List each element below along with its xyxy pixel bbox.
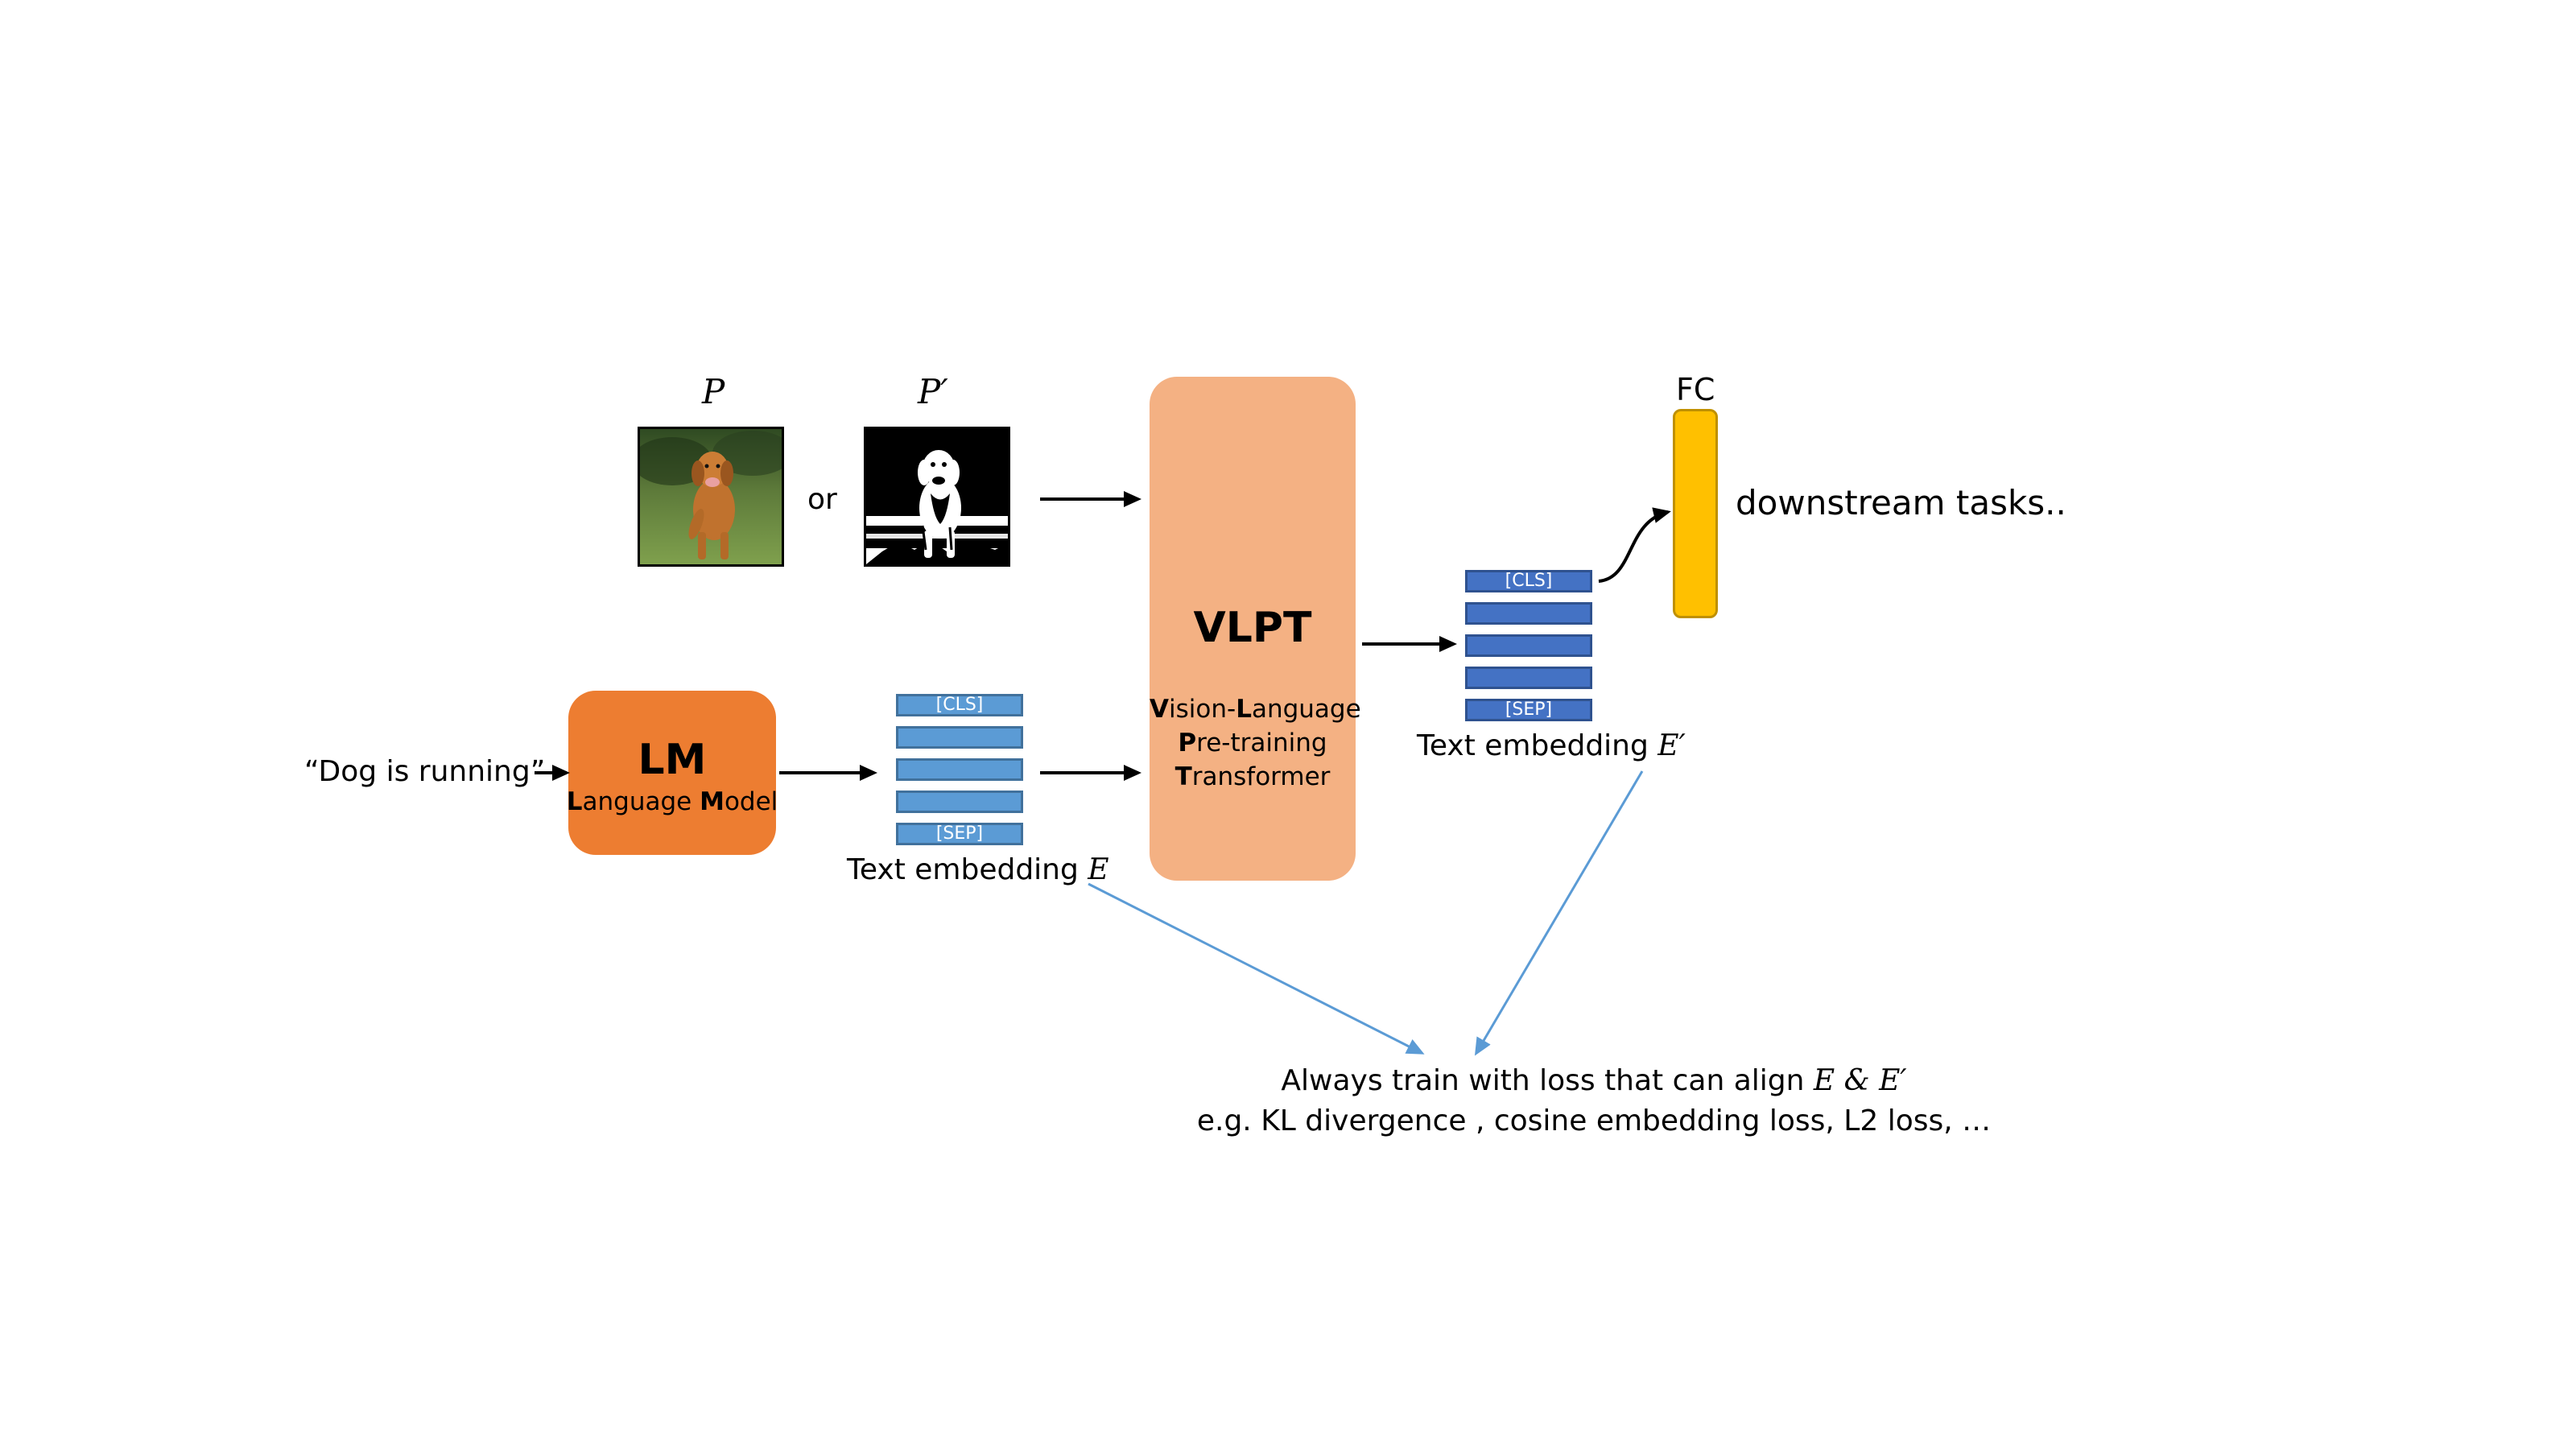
text-embedding-e-caption: Text embedding E <box>847 853 1109 886</box>
or-text: or <box>807 483 837 516</box>
input-sentence: “Dog is running” <box>304 755 546 788</box>
arrow-e-to-loss <box>1088 882 1425 1055</box>
fc-label: FC <box>1676 372 1715 407</box>
fc-layer-box <box>1673 409 1718 618</box>
lm-title: LM <box>638 736 707 784</box>
vlpt-title: VLPT <box>1193 604 1312 652</box>
embedding-e-prime-token <box>1465 667 1592 689</box>
image-p-label: P <box>702 372 725 411</box>
text-embedding-e-prime-caption: Text embedding E′ <box>1417 729 1686 762</box>
dog-silhouette-image <box>864 427 1010 567</box>
dog-photo-image <box>638 427 784 567</box>
embedding-e-cls-token: [CLS] <box>896 694 1023 716</box>
image-p-prime-label: P′ <box>918 372 948 411</box>
downstream-tasks-text: downstream tasks.. <box>1736 483 2066 522</box>
loss-note-line-1: Always train with loss that can align E … <box>1281 1064 1907 1097</box>
language-model-box: LM Language Model <box>566 691 778 855</box>
vlpt-subtitle: Vision-Language Pre-training Transformer <box>1150 695 1361 791</box>
embedding-e-prime-cls-token: [CLS] <box>1465 570 1592 592</box>
embedding-e-prime-sep-token: [SEP] <box>1465 699 1592 721</box>
embedding-e-token <box>896 791 1023 813</box>
loss-note-line-2: e.g. KL divergence , cosine embedding lo… <box>1196 1104 1992 1137</box>
embedding-e-sep-token: [SEP] <box>896 823 1023 845</box>
embedding-e-prime-token <box>1465 602 1592 625</box>
embedding-e-token <box>896 758 1023 781</box>
embedding-e-token <box>896 726 1023 749</box>
loss-note: Always train with loss that can align E … <box>1191 1061 1996 1141</box>
arrow-cls-to-fc <box>1598 507 1671 583</box>
vlpt-box: VLPT Vision-Language Pre-training Transf… <box>1150 377 1361 881</box>
lm-subtitle: Language Model <box>566 787 778 816</box>
embedding-e-prime-token <box>1465 634 1592 657</box>
arrow-e-prime-to-loss <box>1474 770 1644 1056</box>
